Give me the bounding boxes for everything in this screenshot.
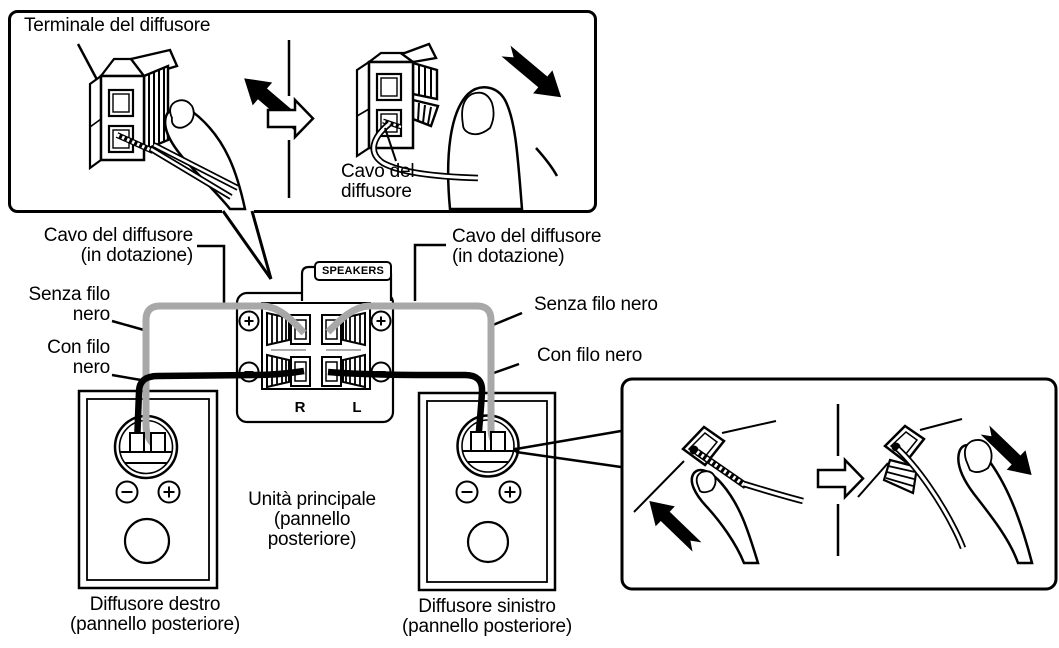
inset-step-divider xyxy=(816,404,865,556)
left-cable-supplied-label: Cavo del diffusore (in dotazione) xyxy=(43,225,193,267)
right-black-wire-label: Con filo nero xyxy=(537,345,643,366)
next-step-arrow xyxy=(816,456,865,501)
stripped-wire xyxy=(115,132,155,154)
next-step-arrow xyxy=(266,96,315,141)
hand-contour xyxy=(535,147,559,177)
finger xyxy=(957,439,1034,565)
fingernail xyxy=(169,99,195,129)
finger xyxy=(690,468,760,565)
bass-port xyxy=(123,517,171,565)
plus-marker xyxy=(157,480,181,504)
cable-label-pointer-line xyxy=(384,127,397,162)
speaker-terminal-tabs xyxy=(129,431,506,453)
terminal-press-illustration xyxy=(76,43,309,211)
fingernail xyxy=(963,439,993,473)
terminal-fins-upper xyxy=(411,61,439,101)
terminal-lever-flap xyxy=(128,48,179,78)
speaker-wire xyxy=(370,121,479,182)
right-speaker-label: Diffusore destro (pannello posteriore) xyxy=(69,594,241,636)
fingernail xyxy=(695,470,717,494)
left-no-black-connector xyxy=(111,319,145,332)
right-no-black-wire-label: Senza filo nero xyxy=(534,294,658,315)
main-unit-label: Unità principale (pannello posteriore) xyxy=(248,489,376,551)
channel-l-label: L xyxy=(352,399,362,416)
bass-port xyxy=(466,520,510,564)
gray-cable-right-speaker xyxy=(142,302,307,450)
bottom-inset-box xyxy=(620,377,1058,591)
speakers-badge: SPEAKERS xyxy=(314,261,392,281)
callout-connectors xyxy=(111,243,523,382)
right-no-black-connector xyxy=(492,311,523,327)
black-cable-left-speaker xyxy=(327,368,486,445)
speaker-wire xyxy=(149,142,240,200)
left-speaker-label: Diffusore sinistro (pannello posteriore) xyxy=(401,596,573,638)
stripped-wire xyxy=(382,118,402,130)
left-black-wire-label: Con filo nero xyxy=(47,337,110,379)
black-cable-right-speaker xyxy=(133,367,305,445)
speaker-wire xyxy=(895,446,967,550)
inset-step-divider xyxy=(266,40,315,198)
speaker-wire xyxy=(743,480,804,505)
left-no-black-wire-label: Senza filo nero xyxy=(28,284,111,326)
wall-terminal-release-illustration xyxy=(857,418,1041,565)
minus-marker xyxy=(455,480,479,504)
cable-inset-label: Cavo del diffusore xyxy=(341,161,415,203)
plus-marker xyxy=(498,480,522,504)
channel-r-label: R xyxy=(294,399,306,416)
left-speaker-rear xyxy=(417,391,557,592)
plus-terminal-marker-right xyxy=(370,310,392,332)
minus-marker xyxy=(115,480,139,504)
fingernail xyxy=(461,91,495,136)
right-cable-supplied-label: Cavo del diffusore (in dotazione) xyxy=(452,226,602,268)
right-cable-connector xyxy=(413,243,446,301)
stripped-wire xyxy=(695,449,748,489)
opened-clip-fins xyxy=(882,458,919,495)
left-cable-connector xyxy=(197,244,226,303)
wall-terminal-press-illustration xyxy=(633,420,804,565)
plus-terminal-marker-left xyxy=(238,310,260,332)
main-unit-panel xyxy=(235,265,395,424)
terminal-lever-flap xyxy=(399,42,438,64)
terminal-release-illustration xyxy=(355,39,571,211)
terminal-fins xyxy=(142,64,170,152)
terminal-label: Terminale del diffusore xyxy=(24,15,211,36)
speaker-terminal-callout xyxy=(513,429,622,469)
left-black-connector xyxy=(111,373,142,382)
